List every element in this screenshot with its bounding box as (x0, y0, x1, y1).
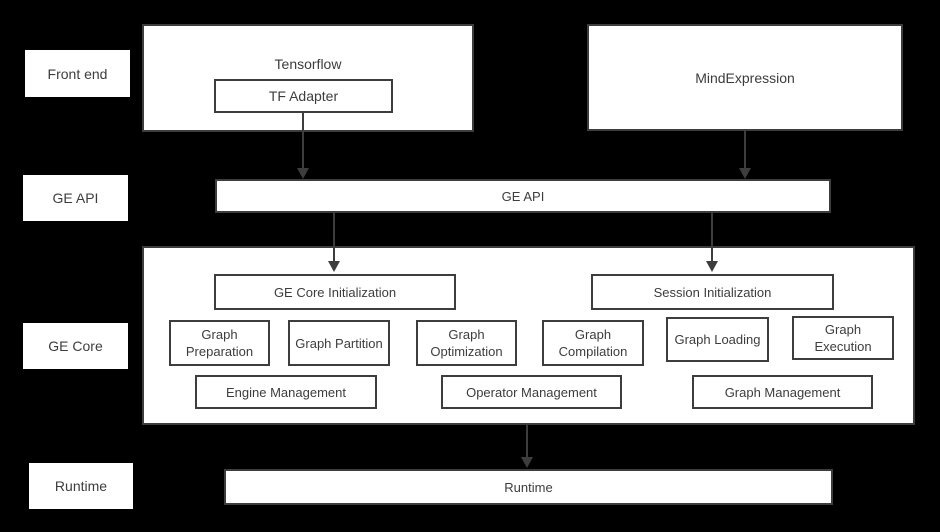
graph-preparation-box: Graph Preparation (169, 320, 270, 366)
arrow-mindexpression-to-ge-api (739, 131, 751, 179)
graph-management-box: Graph Management (692, 375, 873, 409)
arrow-line (302, 113, 304, 168)
arrow-tf-adapter-to-ge-api (297, 113, 309, 179)
row-label-runtime: Runtime (29, 463, 133, 509)
graph-optimization-box: Graph Optimization (416, 320, 517, 366)
row-label-ge-core: GE Core (23, 323, 128, 369)
graph-compilation-box: Graph Compilation (542, 320, 644, 366)
graph-execution-box: Graph Execution (792, 316, 894, 360)
row-label-ge-api: GE API (23, 175, 128, 221)
arrow-ge-api-to-ge-core-initialization (328, 213, 340, 272)
session-initialization-box: Session Initialization (591, 274, 834, 310)
arrow-line (526, 425, 528, 457)
tensorflow-box: Tensorflow TF Adapter (142, 24, 474, 132)
runtime-bar: Runtime (224, 469, 833, 505)
engine-management-box: Engine Management (195, 375, 377, 409)
arrow-head-icon (328, 261, 340, 272)
operator-management-box: Operator Management (441, 375, 622, 409)
arrow-head-icon (739, 168, 751, 179)
graph-loading-box: Graph Loading (666, 317, 769, 362)
arrow-ge-api-to-session-initialization (706, 213, 718, 272)
tf-adapter-box: TF Adapter (214, 79, 393, 113)
arrow-ge-core-to-runtime (521, 425, 533, 468)
row-label-front-end: Front end (25, 50, 130, 97)
arrow-head-icon (297, 168, 309, 179)
ge-core-box: GE Core Initialization Session Initializ… (142, 246, 915, 425)
tensorflow-label: Tensorflow (274, 56, 342, 72)
arrow-line (333, 213, 335, 261)
arrow-head-icon (706, 261, 718, 272)
arrow-line (744, 131, 746, 168)
graph-partition-box: Graph Partition (288, 320, 390, 366)
ge-core-initialization-box: GE Core Initialization (214, 274, 456, 310)
arrow-head-icon (521, 457, 533, 468)
arrow-line (711, 213, 713, 261)
mindexpression-box: MindExpression (587, 24, 903, 131)
ge-api-bar: GE API (215, 179, 831, 213)
